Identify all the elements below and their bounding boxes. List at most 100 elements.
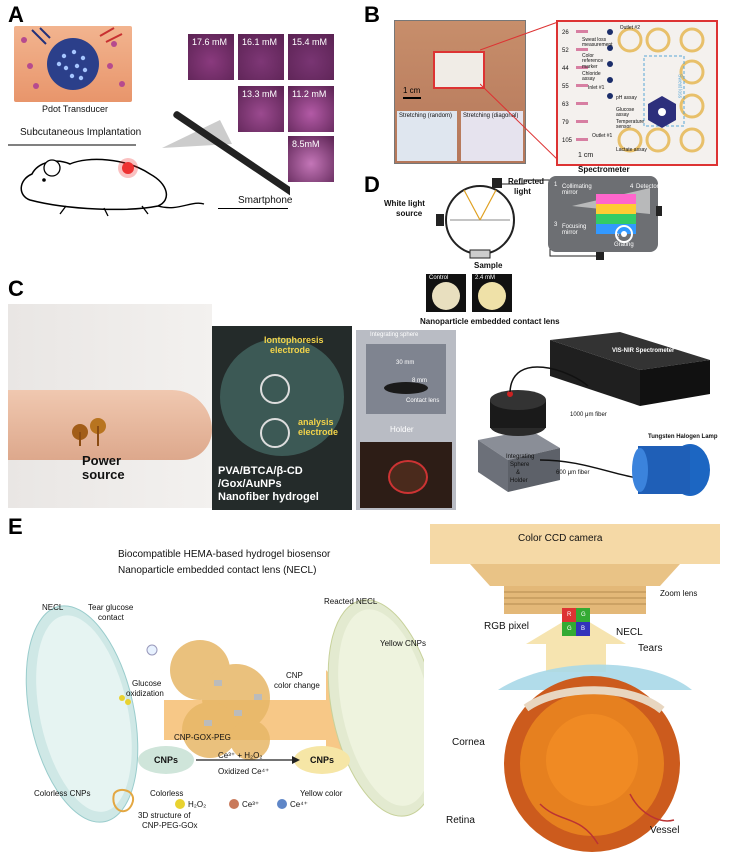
vessel-label: Vessel	[650, 825, 680, 836]
panel-label-e: E	[8, 514, 23, 539]
scale-bar	[403, 97, 421, 99]
callout: Glucose assay	[616, 107, 635, 119]
analysis-label-2: electrode	[298, 427, 339, 437]
pdot-transducer-figure	[14, 26, 132, 102]
pixel-g: G	[581, 612, 586, 618]
necl-label: NECL	[42, 603, 64, 612]
scale-bar-label: 1 cm	[403, 86, 421, 95]
collimating-label: Collimating mirror	[562, 184, 592, 197]
tile-label: 13.3 mM	[242, 89, 278, 99]
sweat-patch-photo: 1 cm Stretching (random) Stretching (dia…	[394, 20, 526, 164]
hydrogel-label-2: /Gox/AuNPs	[218, 478, 282, 490]
smartphone-underline	[218, 208, 288, 209]
callout: Outlet #2	[619, 25, 640, 31]
tear-glucose-label: Tear glucose	[88, 603, 134, 612]
retina-label: Retina	[446, 815, 475, 826]
stretch-photo-1	[397, 111, 457, 161]
reflected-light-label-2: light	[514, 187, 531, 196]
tile-label: 16.1 mM	[242, 37, 278, 47]
dimension-label: 8 mm	[412, 378, 427, 384]
complex-label: CNP-GOX-PEG	[174, 733, 231, 742]
yellow-color-label: Yellow color	[300, 789, 343, 798]
callout: Inlet #1	[588, 85, 605, 91]
reacted-lens-photo: 2.4 mM	[472, 274, 512, 312]
hydrogel-label-3: Nanofiber hydrogel	[218, 491, 319, 503]
tears-label: Tears	[638, 643, 663, 654]
rgb-pixel-label: RGB pixel	[484, 621, 530, 632]
colorless-cnps-label: Colorless CNPs	[34, 789, 91, 798]
white-light-label: White light	[384, 199, 425, 208]
cnp-color-change-label: CNP	[286, 671, 303, 680]
fiber-label: 600 μm fiber	[556, 470, 590, 476]
integrating-holder-label-4: Holder	[510, 478, 528, 484]
tile-label: 11.2 mM	[292, 89, 327, 99]
row-value: 105	[562, 138, 573, 144]
eye-camera-diagram	[430, 524, 720, 852]
spectrometer-label: Spectrometer	[578, 165, 630, 174]
ce4-legend: Ce⁴⁺	[290, 800, 308, 809]
panel-label-b: B	[364, 2, 380, 27]
row-value: 63	[562, 102, 569, 108]
reaction-bottom-label: Oxidized Ce⁴⁺	[218, 767, 270, 776]
integrating-holder-label: Integrating	[506, 454, 535, 460]
integrating-holder-label-2: Sphere	[510, 462, 530, 468]
holder-label: Holder	[390, 425, 414, 434]
power-source-label: Power	[82, 453, 122, 468]
lens-caption: Nanoparticle embedded contact lens	[420, 317, 560, 326]
e-title-line-1: Biocompatible HEMA-based hydrogel biosen…	[118, 549, 331, 560]
lens-disc	[478, 282, 506, 310]
tile-label: 15.4 mM	[292, 37, 328, 47]
step-number: 4	[630, 184, 634, 190]
contact-lens-label: Contact lens	[406, 398, 440, 404]
lens-in-holder	[384, 382, 428, 394]
patch-assay-layout	[576, 27, 705, 153]
panel-label-a: A	[8, 2, 24, 27]
callout: Temperature sensor	[616, 119, 645, 131]
hydrogel-device-photo: Iontophoresis electrode analysis electro…	[212, 326, 352, 510]
cnp-color-change-label-2: color change	[274, 681, 320, 690]
row-value: 44	[562, 66, 569, 72]
cnps-yellow-bubble: CNPs	[310, 755, 335, 765]
color-tile-2: 16.1 mM	[238, 34, 284, 80]
visnir-label: VIS-NIR Spectrometer	[612, 348, 675, 354]
ce3-legend: Ce³⁺	[242, 800, 260, 809]
grating-label: Grating	[614, 242, 634, 248]
integrating-holder-label-3: &	[516, 470, 521, 476]
cnps-colorless-bubble: CNPs	[154, 755, 179, 765]
callout: pH assay	[616, 95, 637, 101]
structure-label-2: CNP-PEG-GOx	[142, 821, 198, 830]
tear-glucose-label-2: contact	[98, 613, 124, 622]
sample-label: Sample	[474, 261, 503, 270]
callout: Chloride assay	[582, 71, 601, 83]
iontophoresis-electrode	[260, 374, 290, 404]
row-value: 26	[562, 30, 569, 36]
control-lens-photo: Control	[426, 274, 466, 312]
necl-eye-label: NECL	[616, 627, 643, 638]
stretch-diagonal-label: Stretching (diagonal)	[463, 113, 519, 119]
callout: Color reference marker	[582, 53, 604, 70]
fiber-label: 1000 μm fiber	[570, 412, 607, 418]
colorless-label: Colorless	[150, 789, 184, 798]
integrating-sphere-photo: Integrating sphere 30 mm 8 mm Contact le…	[356, 330, 456, 510]
pixel-g2: G	[567, 626, 572, 632]
eye-iris	[388, 460, 428, 494]
callout: Sweat loss measurement	[582, 37, 613, 49]
detector-label: Detector	[636, 184, 659, 190]
smartphone-illustration	[162, 111, 290, 199]
row-value: 52	[562, 48, 569, 54]
hydrogel-label: PVA/BTCA/β-CD	[218, 465, 303, 477]
zoom-lens-label: Zoom lens	[660, 589, 698, 598]
row-value: 55	[562, 84, 569, 90]
lens-disc	[432, 282, 460, 310]
cornea-label: Cornea	[452, 737, 485, 748]
glucose-oxidization-label-2: oxidization	[126, 689, 164, 698]
wrist-sensor-photo: Power source	[8, 304, 212, 508]
reflectance-setup-diagram	[436, 176, 662, 260]
power-source-label-2: source	[82, 467, 125, 482]
concentration-label: 2.4 mM	[475, 275, 496, 281]
zoom-lines	[480, 21, 559, 161]
scale-bar-label: 1 cm	[578, 152, 594, 159]
focusing-label: Focusing mirror	[562, 224, 587, 237]
control-label: Control	[429, 275, 449, 281]
analysis-electrode	[260, 418, 290, 448]
